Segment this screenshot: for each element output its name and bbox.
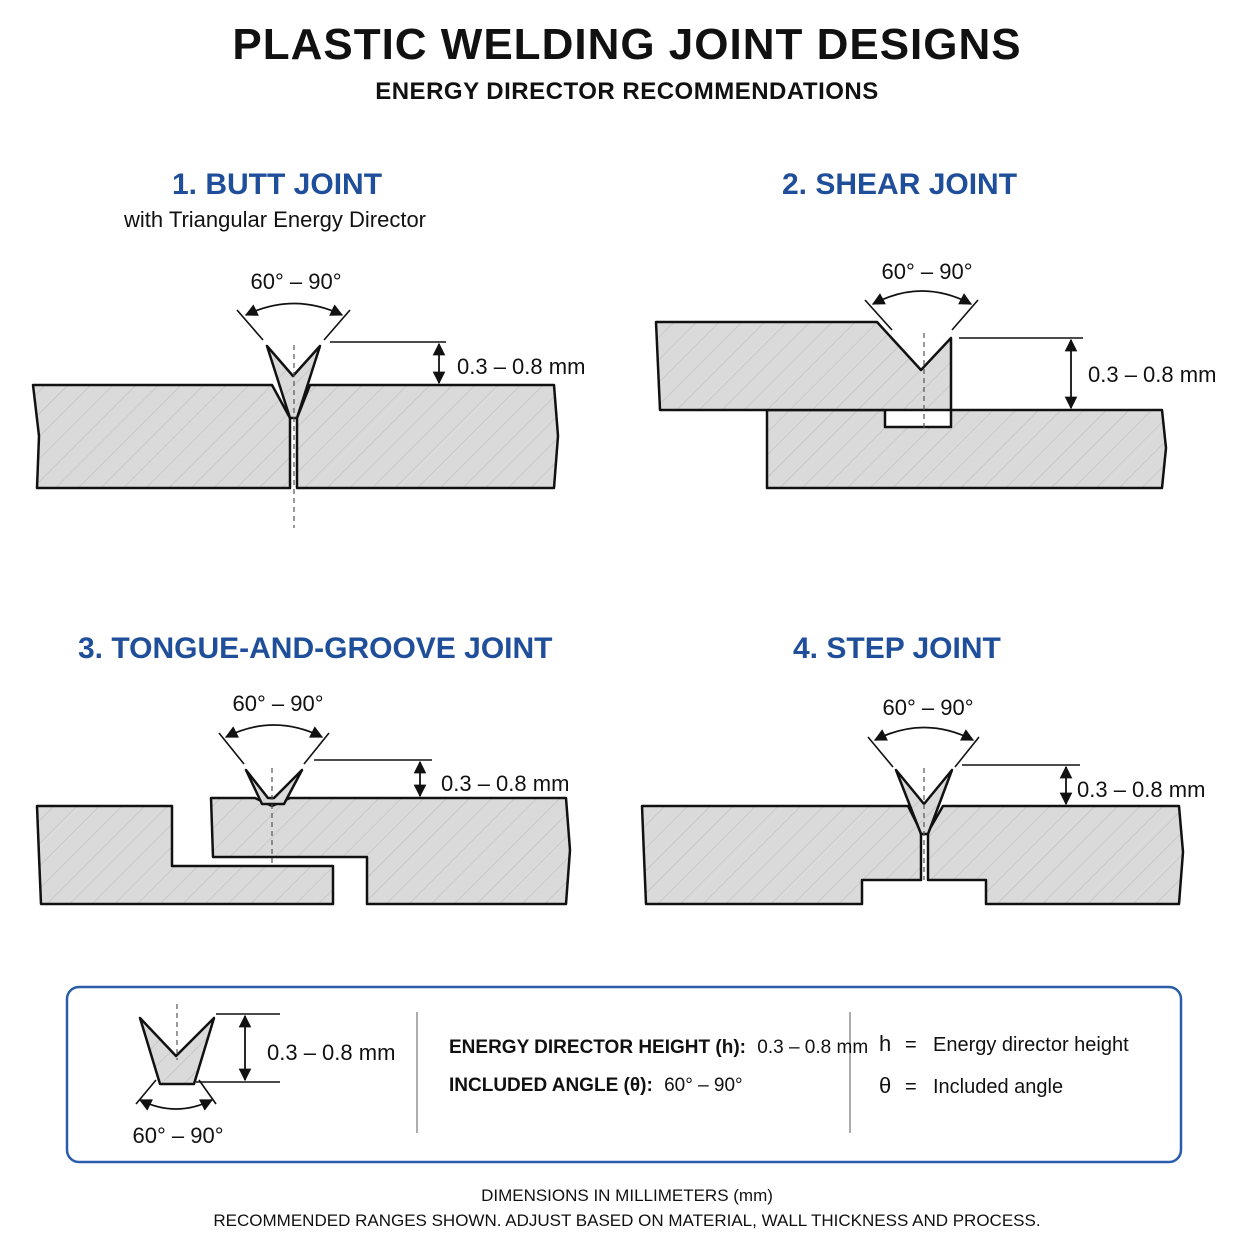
- step-joint-diagram: 60° – 90° 0.3 – 0.8 mm: [640, 695, 1205, 906]
- butt-joint-angle-ext-right: [323, 309, 351, 341]
- tongue-groove-angle-ext-right: [303, 732, 330, 765]
- butt-joint-angle-label: 60° – 90°: [251, 269, 342, 294]
- page-title: PLASTIC WELDING JOINT DESIGNS: [232, 20, 1022, 69]
- step-joint-angle-ext-left: [867, 736, 894, 768]
- page-subtitle: ENERGY DIRECTOR RECOMMENDATIONS: [375, 78, 879, 105]
- shear-joint-angle-label: 60° – 90°: [882, 259, 973, 284]
- tongue-groove-height-label: 0.3 – 0.8 mm: [441, 771, 569, 796]
- butt-joint-subtitle: with Triangular Energy Director: [124, 207, 427, 232]
- step-joint-title: 4. STEP JOINT: [793, 632, 1001, 665]
- legend-meaning-theta: Included angle: [933, 1076, 1063, 1098]
- step-joint-angle-label: 60° – 90°: [883, 695, 974, 720]
- legend-height-line: ENERGY DIRECTOR HEIGHT (h): 0.3 – 0.8 mm: [449, 1037, 868, 1058]
- legend-symbol-theta: θ: [879, 1073, 891, 1098]
- butt-joint-right-part: [295, 383, 560, 490]
- legend-angle-line: INCLUDED ANGLE (θ): 60° – 90°: [449, 1075, 743, 1096]
- legend-symbol-h: h: [879, 1031, 891, 1056]
- legend-angle-arc: [138, 1099, 214, 1111]
- shear-joint-angle-arc: [871, 290, 973, 305]
- legend-eq-h: =: [905, 1034, 917, 1056]
- tongue-groove-joint-title: 3. TONGUE-AND-GROOVE JOINT: [78, 632, 553, 665]
- step-joint-angle-ext-right: [954, 736, 980, 768]
- step-joint-right-part: [926, 804, 1185, 906]
- butt-joint-height-label: 0.3 – 0.8 mm: [457, 354, 585, 379]
- legend-angle-ext-right: [198, 1079, 217, 1105]
- tongue-groove-left-part: [35, 804, 335, 906]
- butt-joint-angle-ext-left: [236, 309, 264, 341]
- legend-diagram-height-label: 0.3 – 0.8 mm: [267, 1040, 395, 1065]
- butt-joint-title: 1. BUTT JOINT: [172, 168, 383, 201]
- butt-joint-diagram: 60° – 90° 0.3 – 0.8 mm: [31, 269, 585, 528]
- legend-height-value: 0.3 – 0.8 mm: [757, 1037, 868, 1058]
- tongue-groove-angle-label: 60° – 90°: [233, 691, 324, 716]
- shear-joint-diagram: 60° – 90° 0.3 – 0.8 mm: [654, 259, 1216, 490]
- shear-joint-height-label: 0.3 – 0.8 mm: [1088, 362, 1216, 387]
- legend-energy-director-shape: [138, 1016, 216, 1086]
- butt-joint-angle-arc: [244, 302, 344, 316]
- legend-meaning-h: Energy director height: [933, 1034, 1129, 1056]
- tongue-groove-energy-director: [244, 768, 304, 806]
- step-joint-height-label: 0.3 – 0.8 mm: [1077, 777, 1205, 802]
- legend-eq-theta: =: [905, 1076, 917, 1098]
- tongue-groove-angle-ext-left: [218, 732, 245, 765]
- legend-diagram-angle-label: 60° – 90°: [133, 1123, 224, 1148]
- tongue-groove-angle-arc: [224, 724, 324, 738]
- footer-note: RECOMMENDED RANGES SHOWN. ADJUST BASED O…: [213, 1211, 1041, 1230]
- legend-angle-label: INCLUDED ANGLE (θ):: [449, 1075, 653, 1096]
- shear-joint-title: 2. SHEAR JOINT: [782, 168, 1018, 201]
- footer-units: DIMENSIONS IN MILLIMETERS (mm): [481, 1186, 773, 1205]
- shear-joint-upper-part: [654, 320, 953, 412]
- step-joint-angle-arc: [873, 726, 975, 741]
- legend-height-label: ENERGY DIRECTOR HEIGHT (h):: [449, 1037, 746, 1058]
- shear-joint-lower-part: [765, 408, 1168, 490]
- shear-joint-angle-ext-left: [864, 299, 893, 331]
- legend-panel: 0.3 – 0.8 mm 60° – 90° ENERGY DIRECTOR H…: [65, 985, 1183, 1164]
- shear-joint-angle-ext-right: [951, 299, 979, 331]
- legend-angle-value: 60° – 90°: [664, 1075, 743, 1096]
- butt-joint-left-part: [31, 383, 292, 490]
- legend-border: [65, 985, 1183, 1164]
- step-joint-energy-director: [894, 768, 954, 836]
- step-joint-left-part: [640, 804, 923, 906]
- tongue-groove-joint-diagram: 60° – 90° 0.3 – 0.8 mm: [35, 691, 572, 906]
